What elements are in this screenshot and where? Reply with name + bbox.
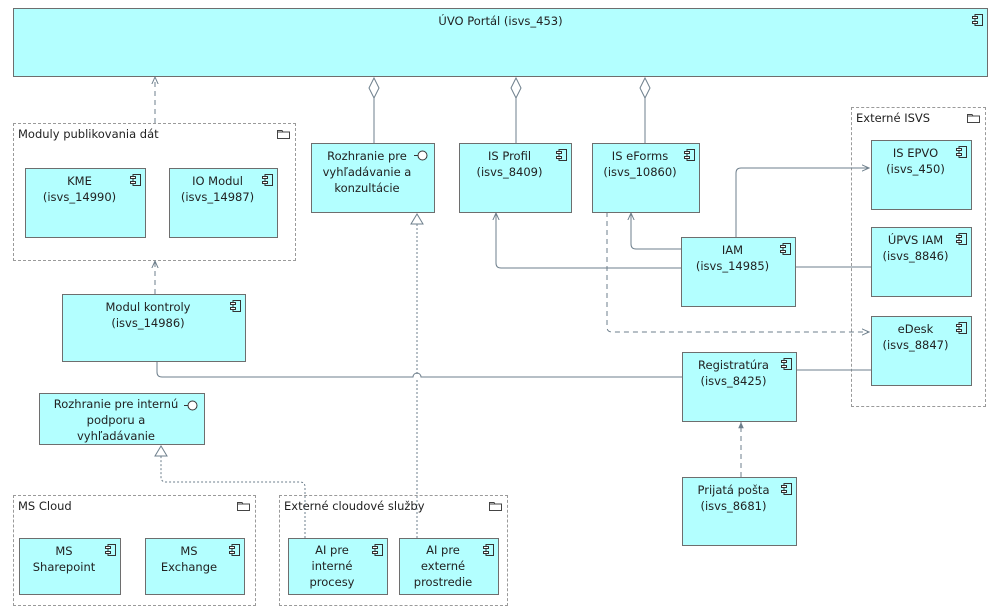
node-label: IAM (isvs_14985) — [695, 243, 770, 273]
is-profil-component[interactable]: IS Profil (isvs_8409) — [459, 143, 572, 213]
node-label: Modul kontroly (isvs_14986) — [105, 300, 191, 330]
ai-interne-procesy-component[interactable]: AI pre interné procesy — [288, 538, 388, 595]
io-modul-component[interactable]: IO Modul (isvs_14987) — [169, 168, 278, 238]
node-label: AI pre externé prostredie — [413, 543, 473, 589]
iam-component[interactable]: IAM (isvs_14985) — [681, 237, 796, 307]
component-icon — [781, 483, 792, 495]
link-kontroly-registratura — [156, 361, 682, 378]
node-label: IS eForms (isvs_10860) — [603, 149, 677, 179]
node-label: eDesk (isvs_8847) — [882, 322, 949, 352]
flow-iseforms-edesk — [606, 212, 869, 332]
node-label: Rozhranie pre vyhľadávanie a konzultácie — [322, 149, 412, 195]
component-icon — [130, 174, 141, 186]
folder-icon — [277, 130, 290, 139]
prijata-posta-component[interactable]: Prijatá pošta (isvs_8681) — [682, 477, 797, 546]
node-label: Prijatá pošta (isvs_8681) — [697, 483, 770, 513]
node-label: IS EPVO (isvs_450) — [886, 146, 945, 176]
group-title: Moduly publikovania dát — [18, 127, 159, 141]
component-icon — [956, 146, 967, 158]
is-epvo-component[interactable]: IS EPVO (isvs_450) — [871, 140, 972, 210]
folder-icon — [489, 502, 502, 511]
component-icon — [105, 544, 116, 556]
group-title: MS Cloud — [18, 499, 72, 513]
folder-icon — [967, 114, 980, 123]
component-icon — [780, 243, 791, 255]
upvs-iam-component[interactable]: ÚPVS IAM (isvs_8846) — [871, 227, 972, 297]
is-eforms-component[interactable]: IS eForms (isvs_10860) — [592, 143, 700, 213]
node-label: MS Sharepoint — [32, 544, 96, 574]
ms-sharepoint-component[interactable]: MS Sharepoint — [19, 538, 121, 595]
component-icon — [972, 14, 983, 26]
folder-icon — [237, 502, 250, 511]
uvo-portal-component[interactable]: ÚVO Portál (isvs_453) — [13, 8, 988, 77]
component-icon — [781, 358, 792, 370]
component-icon — [229, 544, 240, 556]
component-icon — [684, 149, 695, 161]
realization-aiinterne-rozhranie — [160, 447, 306, 538]
node-label: IO Modul (isvs_14987) — [180, 174, 255, 204]
node-label: Registratúra (isvs_8425) — [698, 358, 769, 388]
node-label: KME (isvs_14990) — [42, 174, 117, 204]
node-label: MS Exchange — [160, 544, 218, 574]
component-icon — [372, 544, 383, 556]
rozhranie-interna-interface[interactable]: Rozhranie pre internú podporu a vyhľadáv… — [39, 393, 205, 445]
group-title: Externé cloudové služby — [284, 499, 425, 513]
node-label: ÚPVS IAM (isvs_8846) — [882, 233, 949, 263]
flow-iam-isprofil — [496, 213, 681, 269]
group-title: Externé ISVS — [856, 111, 931, 125]
modul-kontroly-component[interactable]: Modul kontroly (isvs_14986) — [62, 294, 246, 362]
registratura-component[interactable]: Registratúra (isvs_8425) — [682, 352, 797, 422]
component-icon — [556, 149, 567, 161]
node-label: ÚVO Portál (isvs_453) — [438, 14, 563, 28]
edesk-component[interactable]: eDesk (isvs_8847) — [871, 316, 972, 386]
node-label: IS Profil (isvs_8409) — [476, 149, 543, 179]
node-label: Rozhranie pre internú podporu a vyhľadáv… — [53, 397, 179, 443]
interface-icon — [414, 150, 428, 161]
rozhranie-vyhladavanie-interface[interactable]: Rozhranie pre vyhľadávanie a konzultácie — [311, 143, 435, 213]
component-icon — [956, 322, 967, 334]
component-icon — [956, 233, 967, 245]
component-icon — [483, 544, 494, 556]
component-icon — [230, 300, 241, 312]
flow-iam-iseforms — [631, 213, 681, 250]
flow-iam-isepvo — [735, 168, 869, 237]
ms-exchange-component[interactable]: MS Exchange — [145, 538, 245, 595]
ai-externe-prostredie-component[interactable]: AI pre externé prostredie — [399, 538, 499, 595]
kme-component[interactable]: KME (isvs_14990) — [25, 168, 146, 238]
interface-icon — [184, 400, 198, 411]
node-label: AI pre interné procesy — [309, 543, 355, 589]
component-icon — [262, 174, 273, 186]
